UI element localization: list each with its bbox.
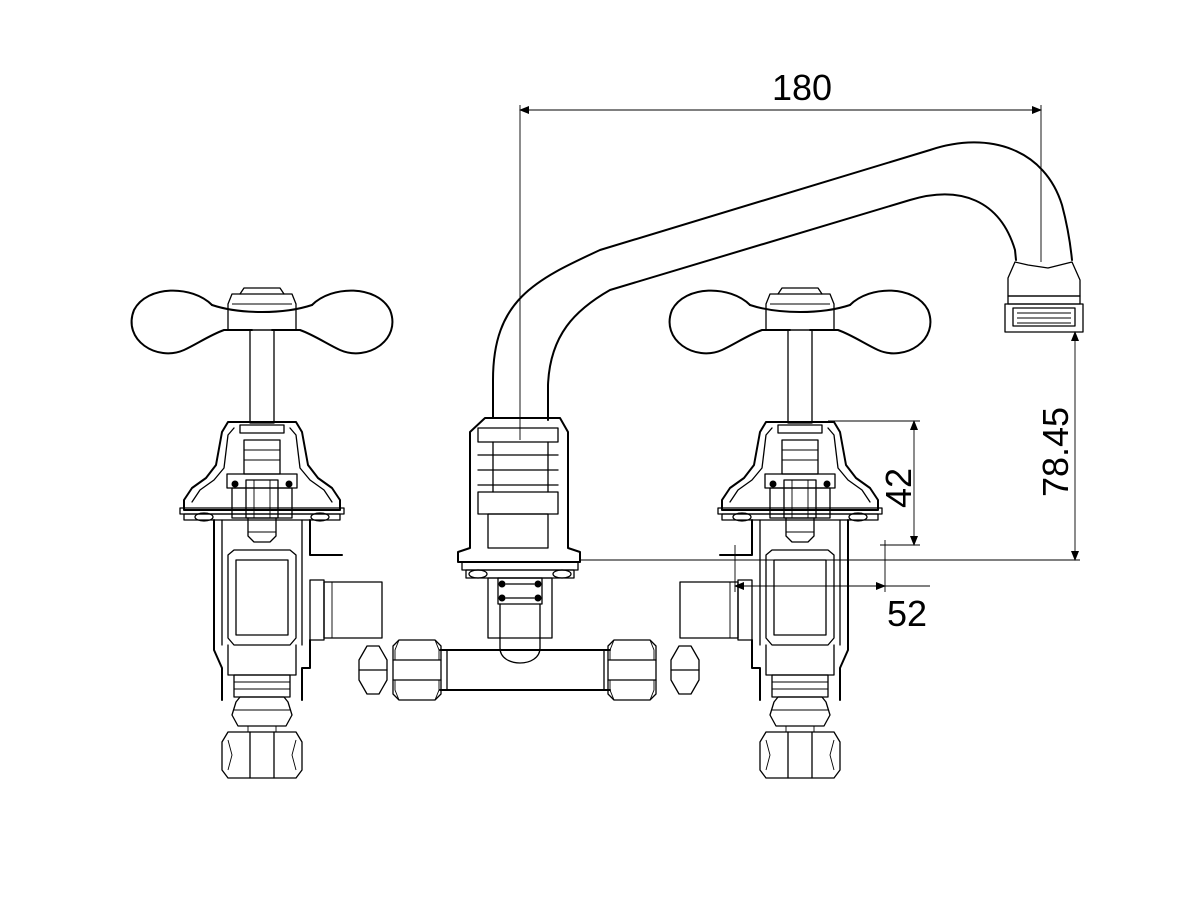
right-union-nut [607,639,657,701]
left-valve-assembly [130,287,394,779]
left-olive [358,645,388,695]
right-olive [670,645,700,695]
spout-body [457,141,1084,664]
left-union-nut [392,639,442,701]
right-valve-assembly [668,287,932,779]
dimension-label-body-height: 42 [878,468,919,508]
dimension-label-flange-width: 52 [887,593,927,634]
dimension-lines [519,105,1080,592]
dimension-label-reach: 180 [772,67,832,108]
dimension-label-spout-height: 78.45 [1035,407,1076,497]
bridge-pipe [439,649,611,691]
